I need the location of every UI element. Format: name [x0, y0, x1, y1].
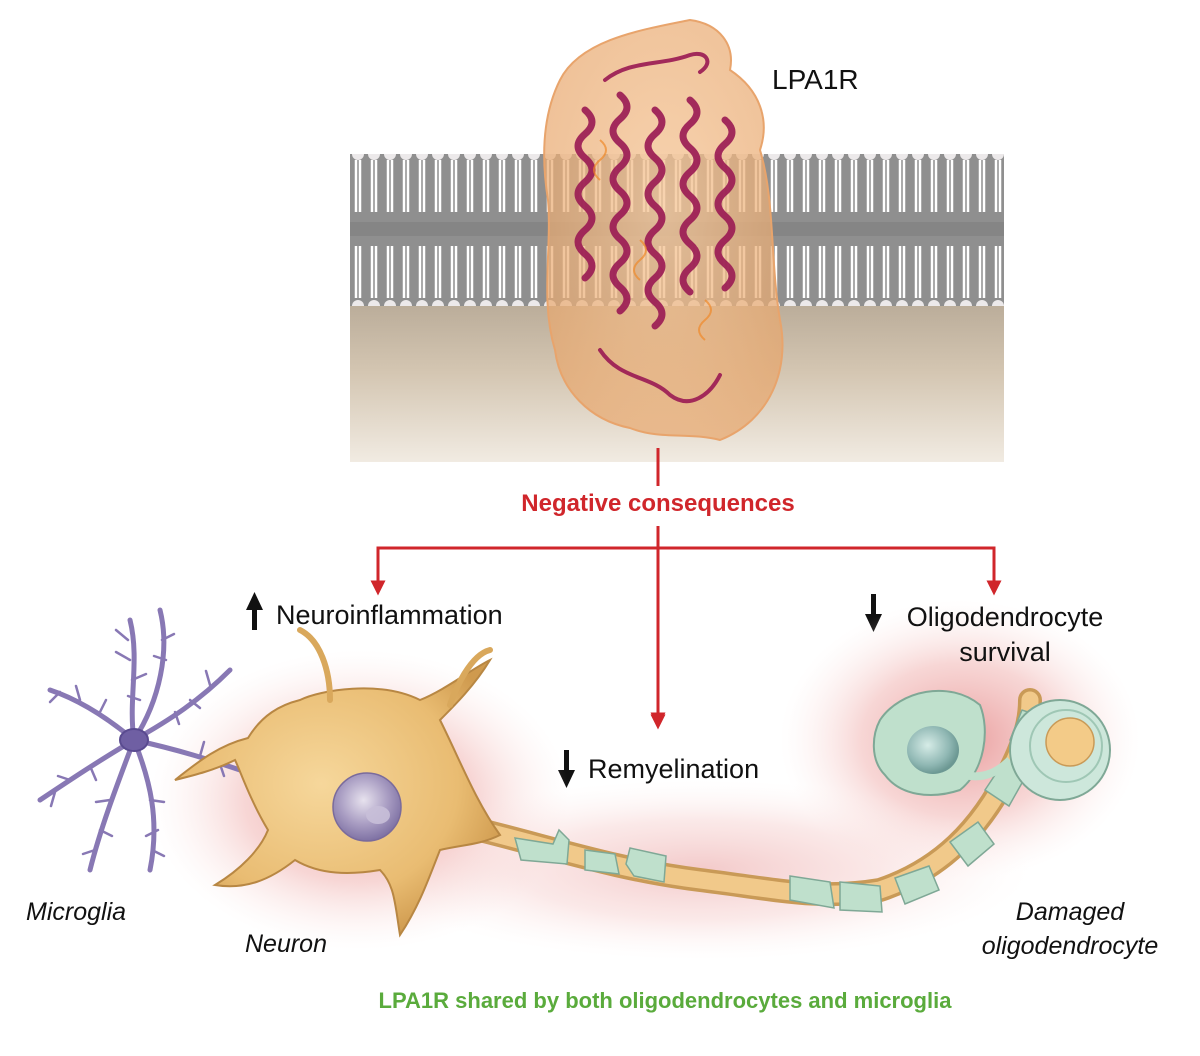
shared-receptor-note: LPA1R shared by both oligodendrocytes an…	[378, 988, 952, 1013]
lpa1r-protein	[543, 18, 784, 442]
damaged-oligodendrocyte-label: Damaged oligodendrocyte	[981, 898, 1159, 960]
receptor-label: LPA1R	[772, 64, 859, 95]
neuroinflammation-label: Neuroinflammation	[276, 600, 503, 630]
branch-line	[376, 546, 996, 580]
protein-surface	[543, 18, 784, 442]
microglia-label: Microglia	[26, 898, 127, 926]
microglia-cell	[37, 607, 243, 873]
neuron-label: Neuron	[245, 930, 327, 958]
oligodendrocyte-cell	[872, 689, 1111, 801]
neuron-cell	[174, 627, 502, 938]
negative-consequences-label: Negative consequences	[521, 490, 795, 517]
up-arrow-icon	[246, 592, 263, 630]
oligodendrocyte-survival-label: Oligodendrocyte survival	[906, 602, 1104, 667]
neuron-nucleus	[332, 772, 402, 842]
remyelination-label: Remyelination	[588, 754, 760, 784]
